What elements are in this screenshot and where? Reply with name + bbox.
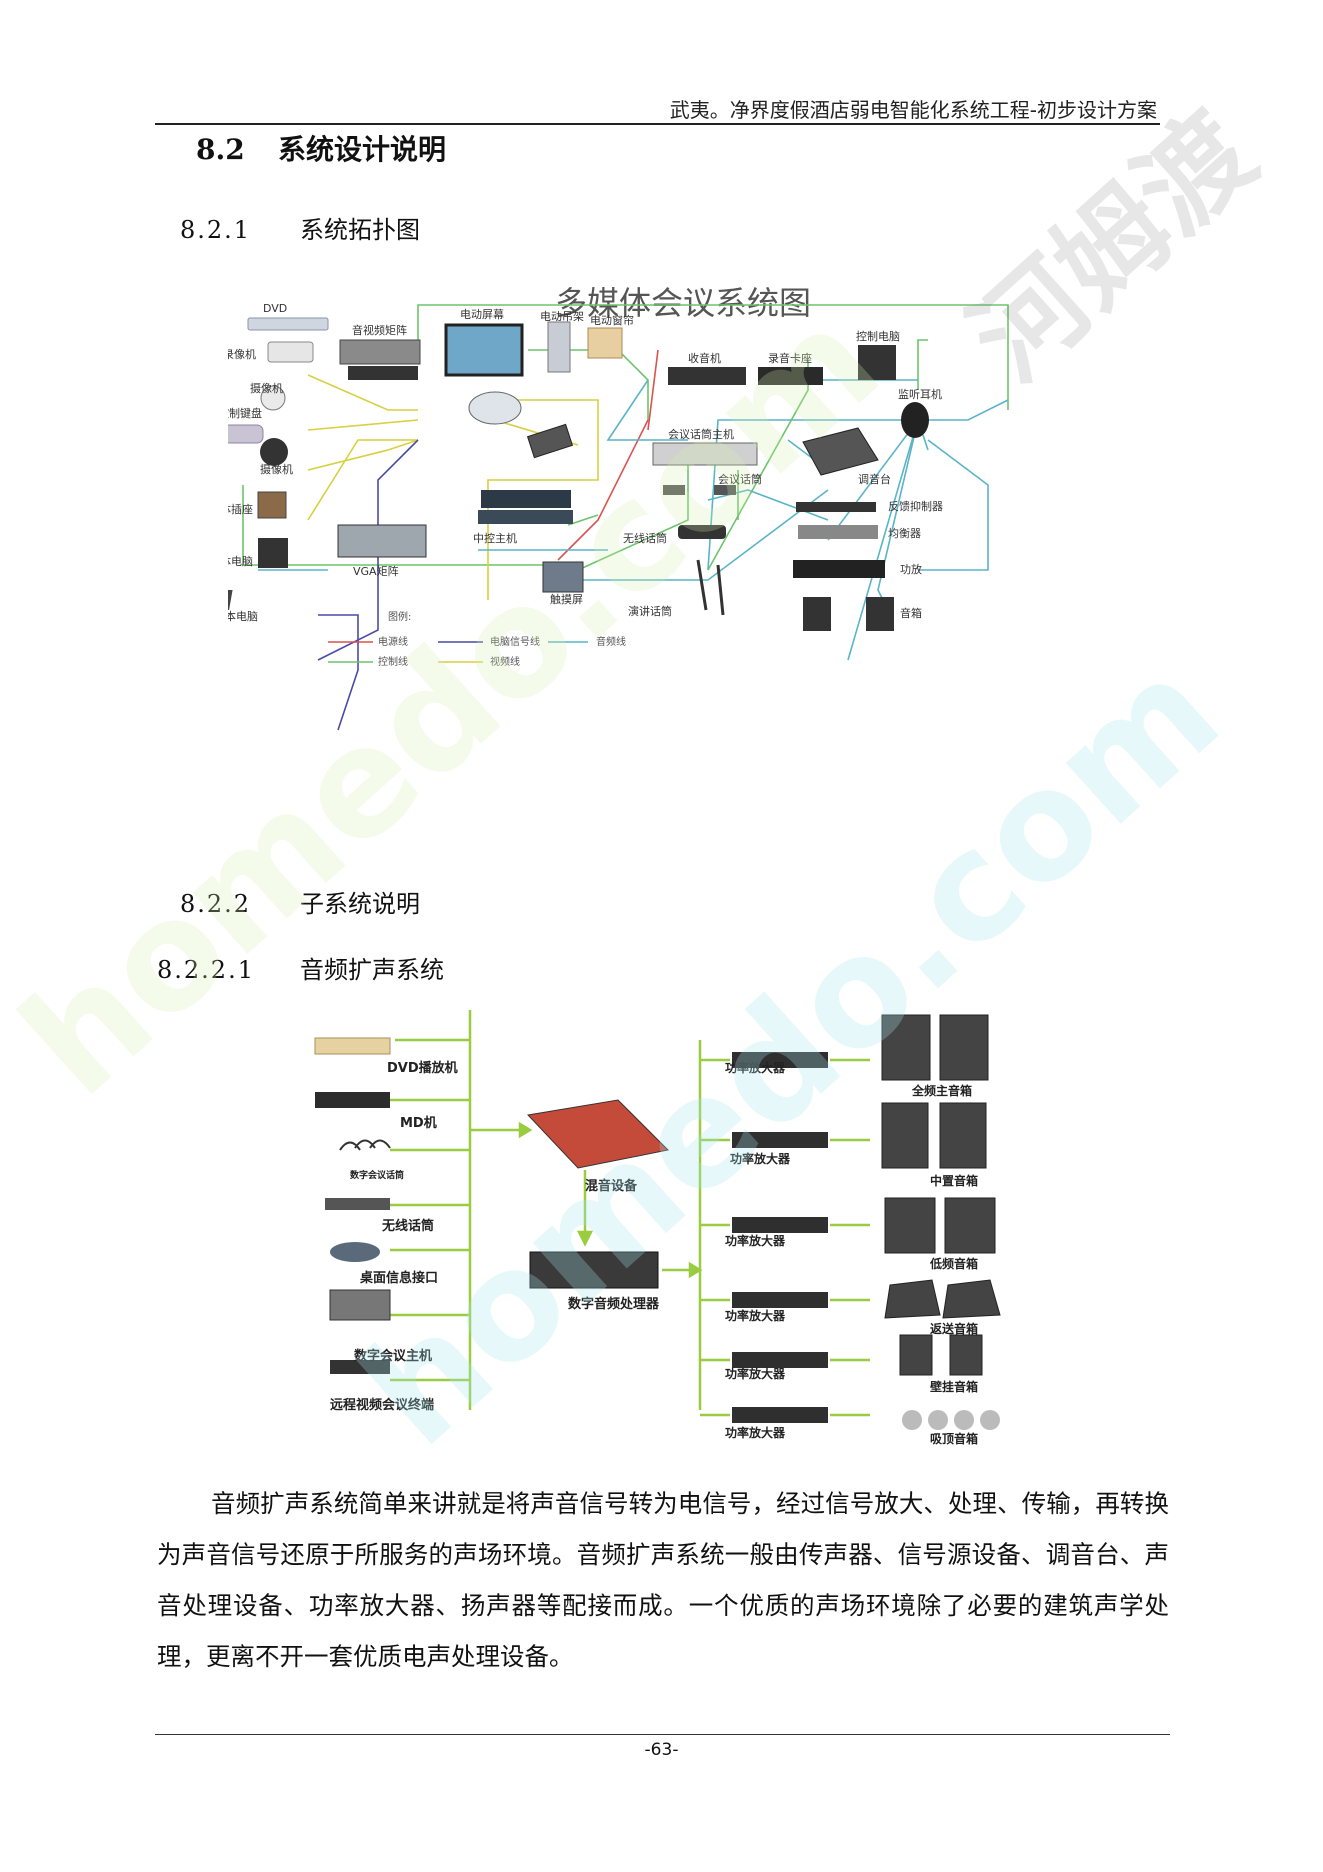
source-conference-mic: 数字会议话筒 [350,1169,404,1181]
legend-video: 视频线 [490,655,520,668]
mixer-device [526,1099,670,1169]
speakers [881,1014,1001,1430]
subsection-heading-topology: 8.2.1 系统拓扑图 [180,210,420,245]
label-conference-mic: 会议话筒 [718,472,762,486]
section-number: 8.2 [196,133,245,166]
subsubsection-number: 8.2.2.1 [157,956,255,984]
speaker-label-ceiling: 吸顶音箱 [930,1431,978,1446]
label-dvd: DVD [263,302,287,315]
label-mm-socket: 多媒体插座 [228,502,253,516]
source-video-terminal: 远程视频会议终端 [330,1397,434,1413]
label-lift: 电动吊架 [540,310,584,323]
label-eq: 均衡器 [888,527,921,540]
amp-label-5: 功率放大器 [725,1366,786,1381]
source-devices [314,1037,391,1374]
label-amp: 功放 [900,562,922,576]
diagram-title: 多媒体会议系统图 [555,284,811,322]
label-conference-host: 会议话筒主机 [668,427,734,441]
subsubsection-heading-audio: 8.2.2.1 音频扩声系统 [157,950,444,985]
amp-label-6: 功率放大器 [725,1425,786,1440]
source-conference-host: 数字会议主机 [354,1348,432,1364]
label-wireless-mic: 无线话筒 [623,531,667,545]
legend-title: 图例: [388,610,411,623]
source-desk-interface: 桌面信息接口 [360,1270,438,1286]
section-heading: 8.2 系统设计说明 [196,128,446,168]
label-central: 中控主机 [473,531,517,545]
legend-control: 控制线 [378,655,408,668]
amp-label-1: 功率放大器 [725,1060,786,1075]
speaker-label-full: 全频主音箱 [911,1083,972,1098]
subsection-title: 系统拓扑图 [300,216,420,244]
speaker-label-center: 中置音箱 [930,1173,978,1188]
label-keyboard: 控制键盘 [228,406,262,420]
label-camera-2: 摄像机 [260,462,293,476]
page-number: -63- [644,1740,679,1760]
mixer-label: 混音设备 [585,1178,638,1194]
source-dvd: DVD播放机 [387,1060,458,1076]
equipment-icons [228,317,929,631]
label-camera-1: 摄像机 [250,381,283,395]
subsection-number: 8.2.1 [180,216,252,244]
amp-label-3: 功率放大器 [725,1233,786,1248]
amplifiers [732,1052,828,1423]
subsection-title: 子系统说明 [300,890,420,918]
label-mm-pc: 多媒体电脑 [228,554,253,568]
legend-power: 电源线 [378,635,408,648]
label-screen: 电动屏幕 [460,307,504,321]
footer-rule [155,1734,1170,1735]
label-mixer: 调音台 [858,472,891,486]
speaker-label-sub: 低频音箱 [929,1256,978,1271]
subsubsection-title: 音频扩声系统 [300,956,444,984]
label-control-pc: 控制电脑 [856,329,900,343]
legend-audio: 音频线 [596,635,626,648]
source-md: MD机 [400,1115,437,1131]
label-vga-matrix: VGA矩阵 [353,564,399,578]
label-tuner: 收音机 [688,351,721,365]
label-av-matrix: 音视频矩阵 [352,323,407,337]
header-rule [155,123,1160,125]
label-curtain: 电动窗帘 [590,313,634,327]
subsection-number: 8.2.2 [180,890,252,918]
dsp-device [529,1251,659,1289]
label-lectern-mic: 演讲话筒 [628,604,672,618]
label-laptop: 笔记本电脑 [228,609,258,623]
label-touch: 触摸屏 [550,592,583,606]
amp-label-4: 功率放大器 [725,1308,786,1323]
section-title: 系统设计说明 [278,133,447,166]
header-title: 武夷。净界度假酒店弱电智能化系统工程-初步设计方案 [669,98,1157,122]
diagram-legend: 图例: 电源线 电脑信号线 音频线 控制线 视频线 [328,610,626,668]
label-speaker: 音箱 [900,606,922,620]
amp-label-2: 功率放大器 [730,1151,791,1166]
label-vcr: 录像机 [228,347,256,361]
multimedia-conference-diagram: 多媒体会议系统图 [228,270,1108,810]
label-feedback: 反馈抑制器 [888,499,943,513]
speaker-label-wall: 壁挂音箱 [930,1379,978,1394]
label-deck: 录音卡座 [768,351,812,365]
subsection-heading-subsystems: 8.2.2 子系统说明 [180,884,420,919]
source-wireless-mic: 无线话筒 [381,1218,434,1234]
audio-pa-diagram: DVD播放机 MD机 数字会议话筒 无线话筒 桌面信息接口 数字会议主机 远程视… [300,1000,1020,1450]
speaker-label-monitor: 返送音箱 [930,1321,978,1336]
label-headphone: 监听耳机 [898,387,942,401]
body-paragraph: 音频扩声系统简单来讲就是将声音信号转为电信号，经过信号放大、处理、传输，再转换为… [157,1489,1169,1671]
dsp-label: 数字音频处理器 [568,1296,660,1312]
legend-pc-signal: 电脑信号线 [490,635,540,648]
